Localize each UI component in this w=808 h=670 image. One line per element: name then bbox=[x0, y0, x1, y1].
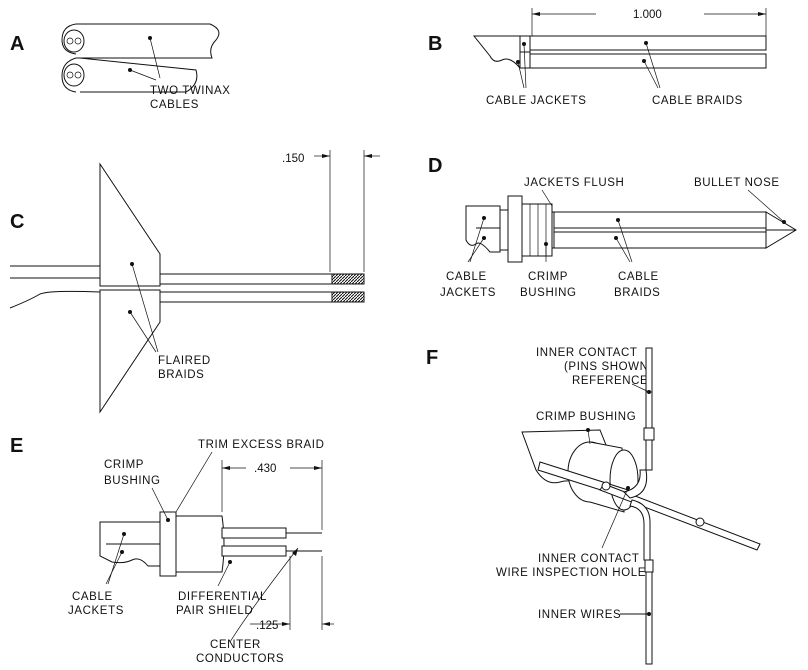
dimension-1000-text: 1.000 bbox=[633, 9, 662, 21]
f-inner-contact-line2: (PINS SHOWN bbox=[564, 361, 649, 373]
f-inner-wires-label: INNER WIRES bbox=[538, 609, 621, 621]
panel-b: B 1.000 CABLE JACKETS CABLE BRAIDS bbox=[428, 8, 767, 107]
flaired-label-line1: FLAIRED bbox=[158, 355, 211, 367]
panel-e: E TRIM EXCESS BRAID CRIMP BUSHING .430 bbox=[10, 435, 334, 665]
cable-b-drawing bbox=[472, 35, 767, 89]
panel-f: F INNER CONTACT (PINS SHOWN REFERENCE) C… bbox=[426, 347, 761, 665]
e-crimp-line2: BUSHING bbox=[104, 475, 161, 487]
dimension-125 bbox=[229, 547, 334, 643]
f-inspection-line1: INNER CONTACT bbox=[538, 553, 640, 565]
twinax-cables-drawing bbox=[61, 23, 220, 93]
panel-c-letter: C bbox=[10, 211, 24, 233]
twinax-label-line2: CABLES bbox=[150, 99, 199, 111]
e-jackets-line2: JACKETS bbox=[68, 605, 124, 617]
panel-e-letter: E bbox=[10, 435, 23, 457]
dimension-125-text: .125 bbox=[256, 620, 278, 632]
panel-b-letter: B bbox=[428, 33, 442, 55]
panel-d: D JACKETS FLUSH BULLET NOSE bbox=[428, 155, 797, 299]
f-inner-contact-line3: REFERENCE) bbox=[572, 375, 653, 387]
e-center-line2: CONDUCTORS bbox=[196, 653, 284, 665]
e-jackets-line1: CABLE bbox=[72, 591, 113, 603]
e-crimp-line1: CRIMP bbox=[104, 459, 144, 471]
f-inspection-line2: WIRE INSPECTION HOLE bbox=[496, 567, 646, 579]
panel-f-letter: F bbox=[426, 347, 438, 369]
flaired-braids-drawing bbox=[9, 162, 365, 414]
panel-c: C .150 FLAIRED BRAIDS bbox=[9, 150, 380, 414]
dimension-430-text: .430 bbox=[254, 463, 276, 475]
panel-d-letter: D bbox=[428, 155, 442, 177]
dimension-430 bbox=[221, 460, 323, 530]
d-cable-jackets-line1: CABLE bbox=[446, 271, 487, 283]
dimension-150 bbox=[314, 150, 380, 272]
cable-jackets-label: CABLE JACKETS bbox=[486, 95, 586, 107]
dimension-150-text: .150 bbox=[282, 153, 304, 165]
bullet-nose-label: BULLET NOSE bbox=[694, 177, 780, 189]
twinax-label-line1: TWO TWINAX bbox=[150, 85, 231, 97]
trim-excess-braid-label: TRIM EXCESS BRAID bbox=[198, 439, 325, 451]
f-crimp-label: CRIMP BUSHING bbox=[536, 411, 636, 423]
flaired-label-line2: BRAIDS bbox=[158, 369, 204, 381]
inspection-assembly-drawing bbox=[521, 347, 761, 665]
f-inner-contact-line1: INNER CONTACT bbox=[536, 347, 638, 359]
e-shield-line1: DIFFERENTIAL bbox=[178, 591, 267, 603]
d-braids-line1: CABLE bbox=[618, 271, 659, 283]
e-shield-line2: PAIR SHIELD bbox=[176, 605, 253, 617]
cable-braids-label: CABLE BRAIDS bbox=[652, 95, 743, 107]
d-cable-jackets-line2: JACKETS bbox=[440, 287, 496, 299]
panel-a-letter: A bbox=[10, 33, 24, 55]
jackets-flush-label: JACKETS FLUSH bbox=[524, 177, 624, 189]
d-crimp-line1: CRIMP bbox=[528, 271, 568, 283]
dimension-1000 bbox=[531, 8, 767, 36]
panel-a: A TWO TWINAX CABLES bbox=[10, 23, 231, 111]
crimp-assembly-e-drawing bbox=[99, 451, 322, 587]
d-braids-line2: BRAIDS bbox=[614, 287, 660, 299]
crimp-assembly-d-drawing bbox=[465, 189, 797, 263]
d-crimp-line2: BUSHING bbox=[520, 287, 577, 299]
e-center-line1: CENTER bbox=[210, 639, 261, 651]
